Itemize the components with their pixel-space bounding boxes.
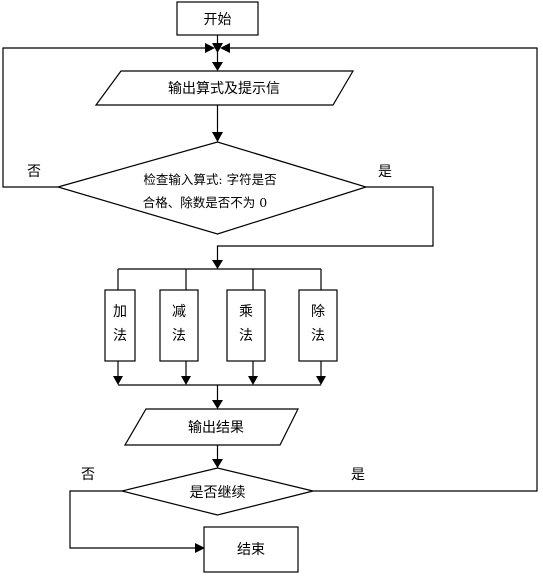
continue-yes-loop: [230, 47, 538, 492]
output-prompt-label: 输出算式及提示信: [168, 81, 280, 97]
arrow-to-continue: [212, 459, 223, 468]
op-sub-node: [159, 289, 199, 362]
arrow-continue-no: [195, 543, 205, 553]
arrow-to-check: [212, 132, 223, 142]
arrow-check-no: [205, 43, 215, 53]
output-result-node: [123, 408, 299, 446]
continue-no-path: [69, 490, 195, 549]
arrow-check-yes: [212, 260, 223, 269]
check-no-loop: [2, 47, 205, 188]
arrow-op-2: [181, 376, 191, 385]
op-div-char1: 除: [311, 304, 325, 320]
arrow-continue-yes: [220, 43, 230, 53]
op-add-char2: 法: [113, 328, 127, 344]
arrow-to-output: [212, 62, 223, 71]
continue-yes-label: 是: [351, 467, 365, 483]
end-node: [203, 526, 299, 573]
arrow-op-1: [113, 376, 123, 385]
op-sub-char2: 法: [172, 328, 186, 344]
start-node: [176, 1, 259, 36]
arrow-op-3: [248, 376, 258, 385]
continue-no-label: 否: [81, 467, 95, 483]
op-mul-node: [226, 289, 266, 362]
check-decision-node: [55, 141, 369, 235]
op-mul-char1: 乘: [239, 304, 253, 320]
arrow-op-4: [316, 376, 326, 385]
check-yes-path: [216, 186, 434, 262]
op-mul-char2: 法: [239, 328, 253, 344]
op-sub-char1: 减: [172, 304, 186, 320]
op-add-char1: 加: [113, 304, 127, 320]
start-label: 开始: [204, 12, 232, 28]
check-no-label: 否: [27, 164, 41, 180]
end-label: 结束: [237, 542, 265, 558]
output-prompt-node: [94, 70, 355, 106]
continue-label: 是否继续: [190, 484, 246, 501]
op-div-char2: 法: [311, 328, 325, 344]
arrow-to-result: [212, 400, 223, 409]
op-add-node: [104, 289, 136, 362]
op-div-node: [298, 289, 338, 362]
output-result-label: 输出结果: [188, 420, 244, 436]
check-label-line2: 合格、除数是否不为 0: [143, 195, 267, 210]
check-label-line1: 检查输入算式: 字符是否: [143, 172, 276, 187]
check-yes-label: 是: [378, 164, 392, 180]
